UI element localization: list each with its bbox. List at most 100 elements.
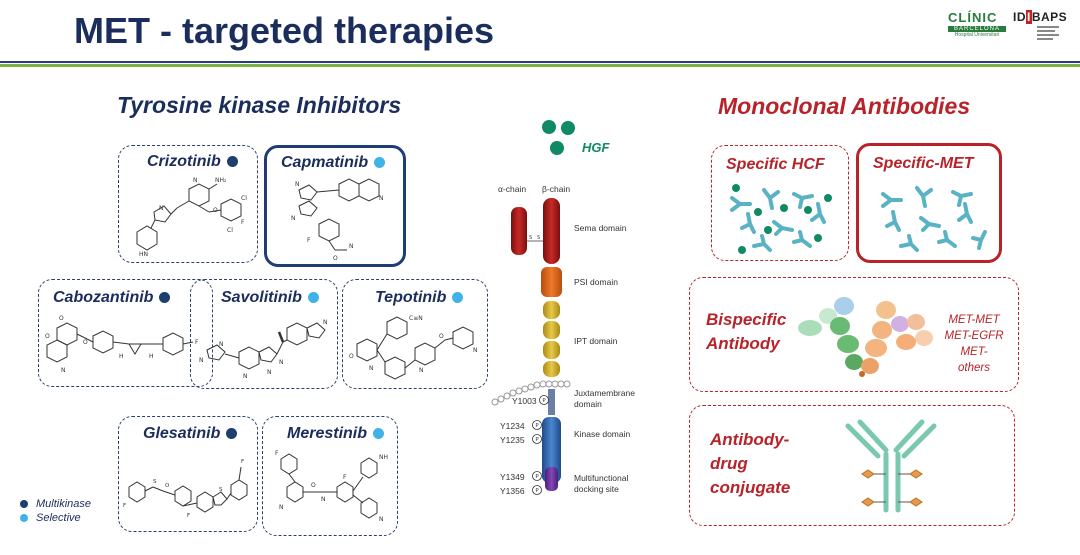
savolitinib-structure: NNN NNN <box>199 319 328 380</box>
svg-text:NH₂: NH₂ <box>215 177 227 184</box>
svg-text:N: N <box>473 347 478 354</box>
svg-text:F: F <box>241 459 244 465</box>
svg-text:H: H <box>119 353 124 360</box>
svg-text:S: S <box>219 487 223 493</box>
specific-met-label: Specific-MET <box>873 155 974 172</box>
drug-name-glesatinib: Glesatinib <box>143 425 238 443</box>
drug-name-merestinib: Merestinib <box>287 425 385 443</box>
met-receptor-diagram: S S PP PP P <box>491 198 571 495</box>
svg-text:Cl: Cl <box>241 195 247 202</box>
residue-y1003: Y1003 <box>512 396 537 406</box>
selective-dot <box>452 292 464 304</box>
idibaps-logo-lines <box>1037 26 1075 40</box>
legend-selective: Selective <box>20 512 81 524</box>
selective-dot <box>20 514 28 523</box>
svg-text:N: N <box>349 243 354 250</box>
multikinase-dot <box>226 428 238 440</box>
selective-dot <box>374 157 386 169</box>
residue-y1356: Y1356 <box>500 486 525 496</box>
clinic-logo: CLÍNIC BARCELONA Hospital Universitari <box>948 10 1006 50</box>
svg-text:N: N <box>295 181 300 188</box>
kinase-domain-label: Kinase domain <box>574 429 631 439</box>
svg-text:N: N <box>279 359 284 366</box>
svg-text:F: F <box>343 474 347 481</box>
svg-text:P: P <box>535 423 539 429</box>
svg-text:N: N <box>321 496 326 503</box>
svg-text:F: F <box>307 237 311 244</box>
svg-text:O: O <box>213 207 218 214</box>
svg-text:N: N <box>323 319 328 326</box>
svg-text:N: N <box>279 504 284 511</box>
svg-text:O: O <box>165 483 170 489</box>
alpha-chain-label: α-chain <box>498 184 527 194</box>
drug-name-tepotinib: Tepotinib <box>375 289 464 307</box>
title-rule-green <box>0 64 1080 67</box>
card-specific-hcf: Specific HCF <box>711 145 849 261</box>
multikinase-dot <box>226 156 238 168</box>
residue-y1234: Y1234 <box>500 421 525 431</box>
svg-text:P: P <box>535 488 539 494</box>
svg-text:F: F <box>123 503 126 509</box>
svg-text:O: O <box>439 333 444 340</box>
specific-hcf-label: Specific HCF <box>726 156 825 173</box>
svg-text:P: P <box>542 398 546 404</box>
svg-text:F: F <box>195 339 199 346</box>
residue-y1235: Y1235 <box>500 435 525 445</box>
svg-text:S: S <box>529 235 532 241</box>
svg-text:N: N <box>219 341 224 348</box>
svg-text:N: N <box>243 373 248 380</box>
card-specific-met: Specific-MET <box>856 143 1002 263</box>
beta-chain-label: β-chain <box>542 184 571 194</box>
legend-multikinase: Multikinase <box>20 498 91 510</box>
clinic-logo-sub1: BARCELONA <box>948 26 1006 32</box>
hgf-ligand-icon <box>542 120 575 155</box>
adc-antibody-icon <box>845 419 937 513</box>
selective-dot <box>373 428 385 440</box>
svg-text:H: H <box>149 353 154 360</box>
svg-text:F: F <box>187 513 190 519</box>
svg-text:O: O <box>45 333 50 340</box>
clinic-logo-sub2: Hospital Universitari <box>954 32 1000 38</box>
svg-text:P: P <box>535 437 539 443</box>
multikinase-dot <box>20 500 28 509</box>
svg-text:O: O <box>311 482 316 489</box>
svg-text:O: O <box>333 255 338 262</box>
antibody-ligand-cluster-icon <box>730 184 832 254</box>
juxtamembrane-label-1: Juxtamembrane <box>574 388 635 398</box>
docking-site-label-2: docking site <box>574 484 619 494</box>
glesatinib-structure: F S O F S F <box>123 459 248 519</box>
hgf-label: HGF <box>582 140 610 155</box>
svg-text:N: N <box>193 177 198 184</box>
sema-domain-label: Sema domain <box>574 223 627 233</box>
svg-text:S: S <box>537 235 540 241</box>
psi-domain-label: PSI domain <box>574 277 618 287</box>
title-rule-blue <box>0 61 1080 63</box>
svg-text:C≡N: C≡N <box>409 315 423 322</box>
svg-text:NH: NH <box>379 454 388 461</box>
svg-text:O: O <box>83 339 88 346</box>
svg-text:S: S <box>153 479 157 485</box>
juxtamembrane-label-2: domain <box>574 399 602 409</box>
svg-text:HN: HN <box>139 251 148 258</box>
svg-text:Cl: Cl <box>227 227 233 234</box>
slide-title: MET - targeted therapies <box>74 10 495 51</box>
ipt-domain-label: IPT domain <box>574 336 618 346</box>
svg-text:N: N <box>379 195 384 202</box>
docking-site-label-1: Multifunctional <box>574 473 629 483</box>
idibaps-logo-name: IDIBAPS <box>1013 10 1068 24</box>
clinic-logo-name: CLÍNIC <box>948 10 998 25</box>
svg-text:O: O <box>59 315 64 322</box>
svg-text:N: N <box>267 369 272 376</box>
svg-text:F: F <box>275 450 279 457</box>
mab-heading: Monoclonal Antibodies <box>718 93 971 119</box>
